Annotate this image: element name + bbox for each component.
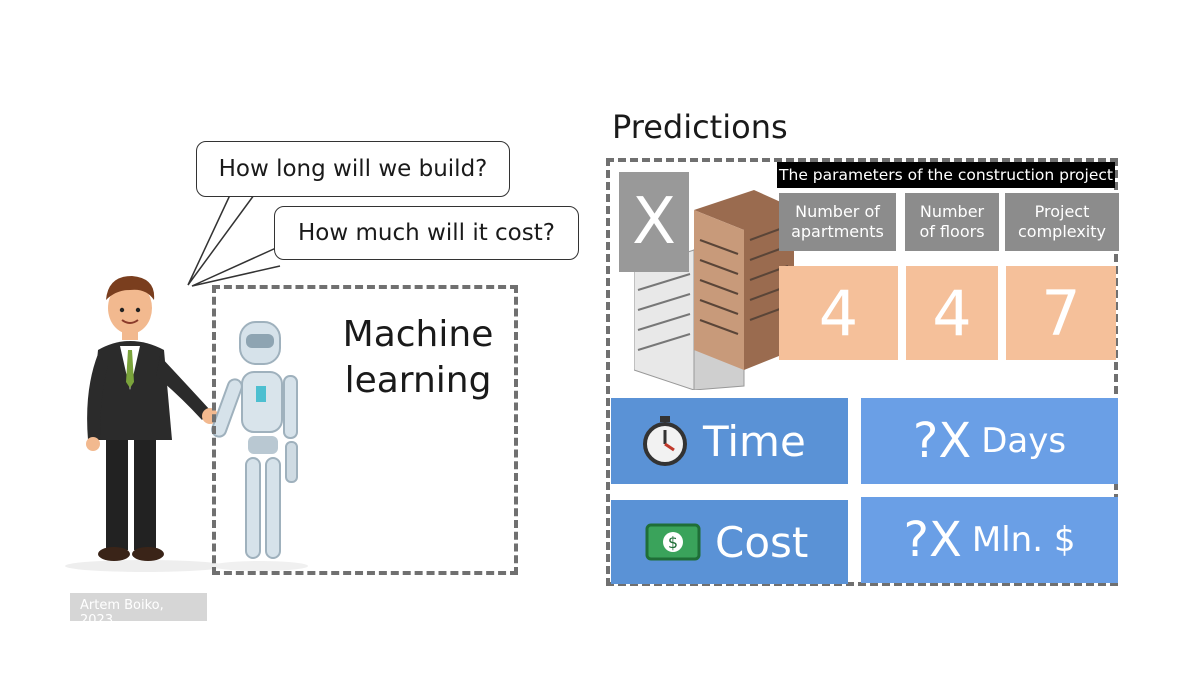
cost-label: Cost: [715, 517, 809, 567]
ml-line1: Machine: [342, 314, 494, 355]
machine-learning-box: [212, 285, 518, 575]
question-time: How long will we build?: [218, 156, 488, 182]
param-complexity-l2: complexity: [1018, 222, 1106, 241]
param-complexity-value: 7: [1006, 266, 1116, 360]
predictions-title: Predictions: [612, 108, 788, 146]
param-apartments-l2: apartments: [791, 222, 884, 241]
param-floors-value: 4: [906, 266, 998, 360]
time-label: Time: [703, 416, 806, 466]
time-value: ?X: [912, 413, 972, 469]
speech-tails: [187, 194, 281, 287]
cost-value-cell: ?X Mln. $: [861, 497, 1118, 583]
machine-learning-label: Machine learning: [318, 312, 518, 404]
question-bubble-time: How long will we build?: [196, 141, 510, 197]
businessman-illustration: [65, 276, 225, 572]
money-icon: $: [645, 523, 701, 561]
unknown-x-tile: X: [619, 172, 689, 272]
ml-line2: learning: [344, 360, 492, 401]
time-unit: Days: [981, 421, 1067, 461]
time-value-cell: ?X Days: [861, 398, 1118, 484]
parameters-header: The parameters of the construction proje…: [777, 162, 1115, 188]
svg-text:$: $: [668, 533, 678, 552]
cost-label-cell: $ Cost: [611, 500, 848, 584]
predictions-box: [606, 158, 1118, 586]
param-apartments-value: 4: [779, 266, 898, 360]
question-cost: How much will it cost?: [298, 220, 555, 246]
robot-illustration: [211, 321, 308, 571]
param-floors-l2: of floors: [919, 222, 985, 241]
cost-value: ?X: [903, 512, 962, 568]
cost-unit: Mln. $: [971, 520, 1076, 560]
time-label-cell: Time: [611, 398, 848, 484]
param-complexity-l1: Project: [1034, 202, 1090, 221]
param-floors-l1: Number: [919, 202, 985, 221]
question-bubble-cost: How much will it cost?: [274, 206, 579, 260]
param-apartments-l1: Number of: [795, 202, 880, 221]
author-credit: Artem Boiko, 2023: [70, 593, 207, 621]
stopwatch-icon: [643, 416, 687, 466]
